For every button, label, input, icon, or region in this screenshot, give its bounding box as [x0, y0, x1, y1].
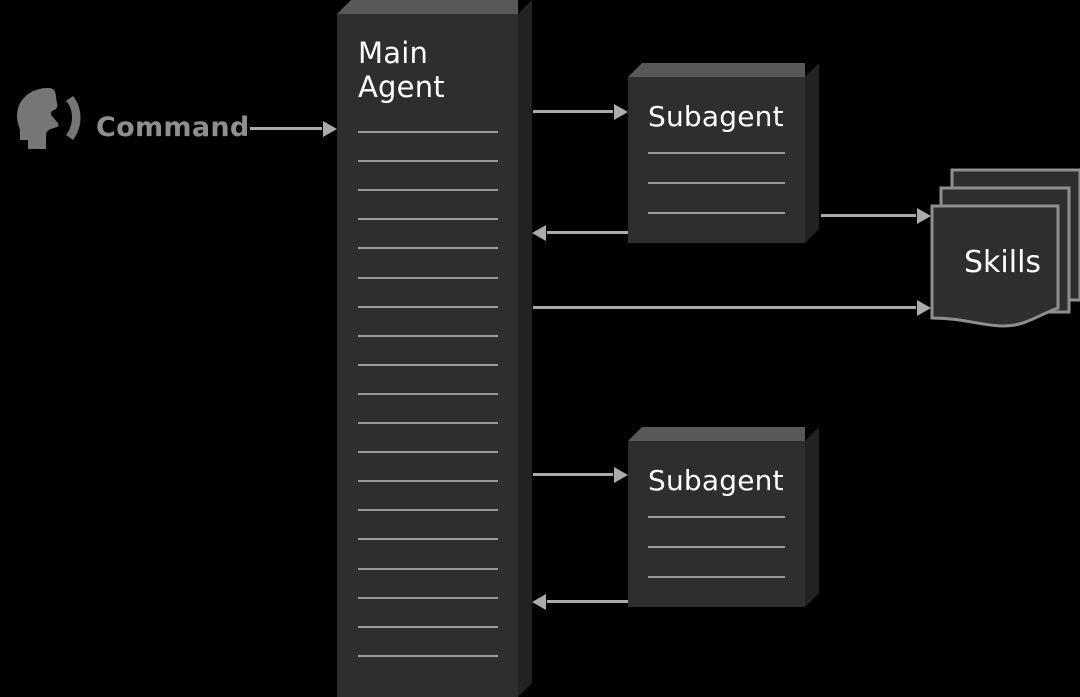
rule-line: [648, 182, 785, 184]
rule-line: [648, 152, 785, 154]
subagent-top-title: Subagent: [648, 100, 784, 133]
rule-line: [358, 625, 498, 628]
edge-main-agent-to-skills: [533, 306, 916, 309]
rule-line: [648, 576, 785, 578]
rule-line: [358, 247, 498, 250]
skills-stack[interactable]: [930, 168, 1080, 332]
subagent-top-top-face: [628, 63, 805, 77]
rule-line: [358, 392, 498, 395]
rule-line: [358, 451, 498, 454]
skills-label: Skills: [964, 245, 1042, 280]
skills-sheet-front: [930, 204, 1060, 328]
edge-command-to-main-agent: [250, 127, 322, 130]
rule-line: [358, 596, 498, 599]
edge-subagent-bottom-to-main-agent: [547, 600, 628, 603]
rule-line: [358, 218, 498, 221]
rule-line: [358, 422, 498, 424]
subagent-top-side-face: [805, 63, 819, 243]
edge-main-agent-to-subagent-top: [533, 110, 613, 113]
rule-line: [358, 654, 498, 657]
subagent-bottom-side-face: [805, 427, 819, 607]
rule-line: [358, 131, 498, 133]
speaking-head-icon: [10, 85, 90, 153]
rule-line: [648, 516, 785, 518]
main-agent-box[interactable]: [337, 0, 532, 697]
rule-line: [358, 538, 498, 541]
command-label: Command: [96, 112, 250, 143]
rule-line: [358, 160, 498, 163]
rule-line: [648, 212, 785, 214]
edge-subagent-top-to-main-agent: [547, 231, 628, 234]
edge-subagent-top-to-skills: [821, 214, 916, 217]
rule-line: [358, 363, 498, 366]
rule-line: [358, 276, 498, 279]
subagent-top-box[interactable]: [628, 63, 819, 243]
subagent-bottom-top-face: [628, 427, 805, 441]
main-agent-title: Main Agent: [358, 36, 445, 105]
subagent-top-front-face: [628, 77, 805, 243]
subagent-bottom-title: Subagent: [648, 464, 784, 497]
subagent-bottom-front-face: [628, 441, 805, 607]
main-agent-top-face: [337, 0, 518, 14]
rule-line: [358, 189, 498, 192]
rule-line: [358, 509, 498, 512]
rule-line: [358, 567, 498, 570]
subagent-bottom-box[interactable]: [628, 427, 819, 607]
main-agent-front-face: [337, 14, 518, 697]
rule-line: [358, 305, 498, 308]
rule-line: [358, 334, 498, 337]
main-agent-side-face: [518, 0, 532, 697]
rule-line: [358, 480, 498, 483]
rule-line: [648, 546, 785, 548]
edge-main-agent-to-subagent-bottom: [533, 473, 613, 476]
